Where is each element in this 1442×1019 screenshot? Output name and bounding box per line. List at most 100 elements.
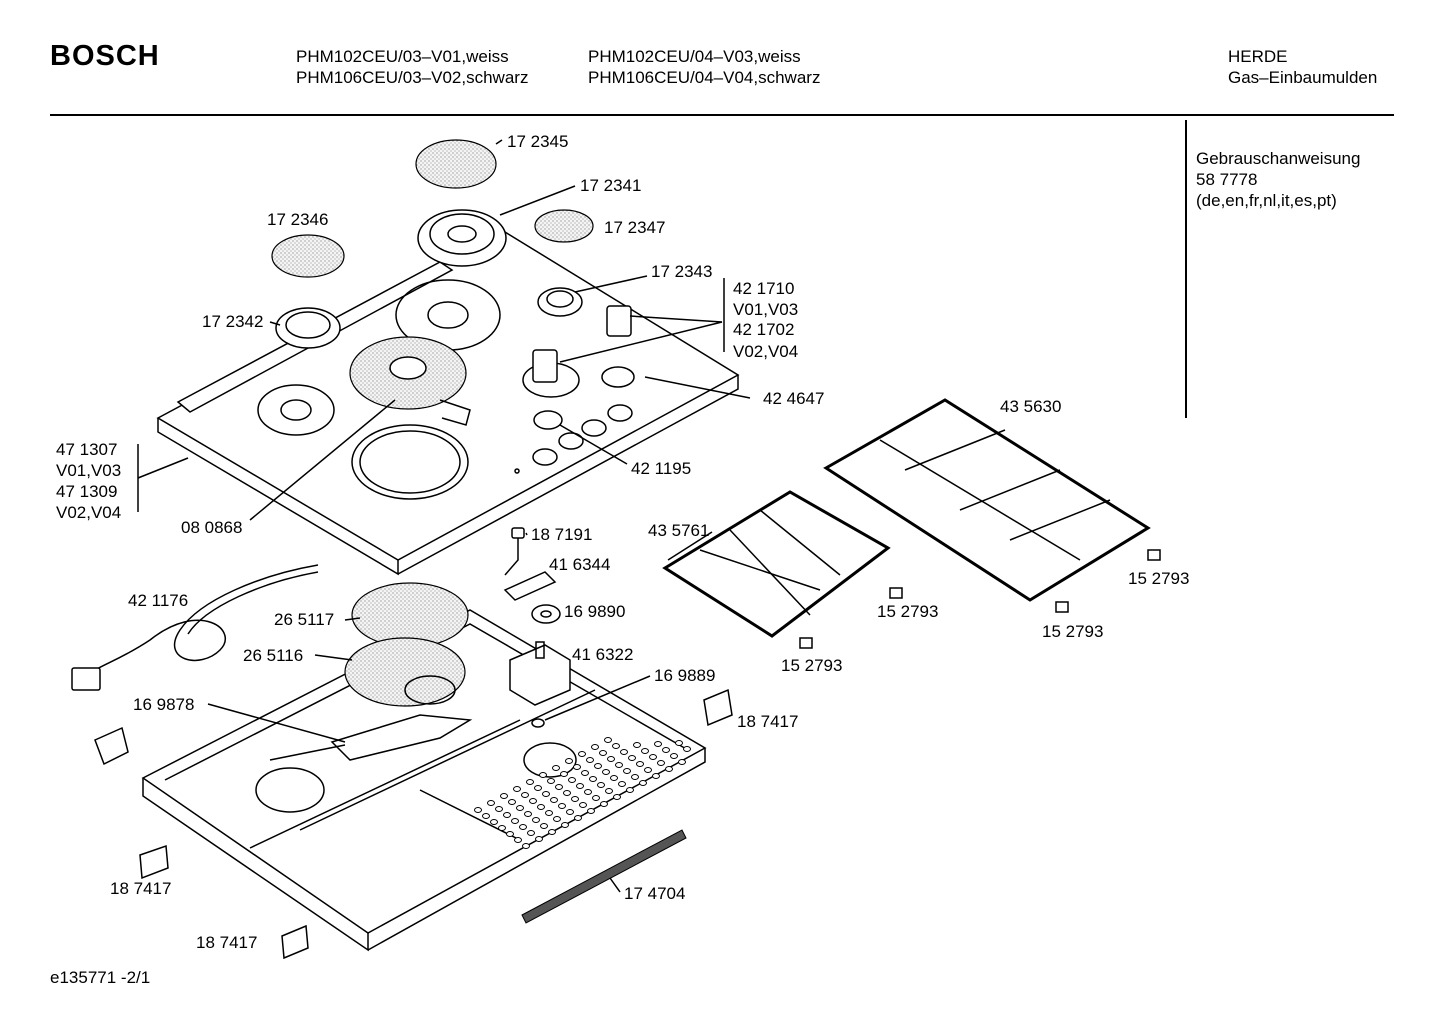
vent-hole xyxy=(563,790,571,796)
vent-hole xyxy=(683,746,691,752)
vent-hole xyxy=(565,758,573,764)
part-label: 08 0868 xyxy=(181,518,242,537)
vent-hole xyxy=(539,772,547,778)
mounting-clips xyxy=(94,688,733,960)
vent-hole xyxy=(665,766,673,772)
vent-hole xyxy=(620,749,628,755)
vent-hole xyxy=(602,769,610,775)
category-line: Gas–Einbaumulden xyxy=(1228,68,1378,87)
vent-hole xyxy=(578,751,586,757)
model-list-1: PHM102CEU/03–V01,weiss PHM106CEU/03–V02,… xyxy=(296,46,528,88)
part-label: 18 7191 xyxy=(531,525,592,544)
vent-hole xyxy=(607,756,615,762)
vent-hole xyxy=(474,807,482,813)
vent-hole xyxy=(500,793,508,799)
part-label: 26 5117 xyxy=(274,610,334,629)
vent-hole xyxy=(641,748,649,754)
small-parts xyxy=(503,527,561,728)
vent-hole xyxy=(482,813,490,819)
vent-hole xyxy=(649,754,657,760)
part-label: 17 2345 xyxy=(507,132,568,151)
drawing-number: e135771 -2/1 xyxy=(50,968,151,987)
vent-hole xyxy=(514,837,522,843)
vent-hole xyxy=(519,824,527,830)
manual-title: Gebrauschanweisung xyxy=(1196,149,1361,168)
heat-shields xyxy=(344,582,469,707)
vent-hole xyxy=(574,815,582,821)
vent-hole xyxy=(540,823,548,829)
header-rule xyxy=(50,114,1394,116)
vent-hole xyxy=(503,812,511,818)
burner-heads xyxy=(275,209,583,349)
control-knobs xyxy=(532,305,632,383)
vent-hole xyxy=(527,830,535,836)
vent-hole xyxy=(626,787,634,793)
vent-hole xyxy=(487,800,495,806)
category: HERDE Gas–Einbaumulden xyxy=(1228,46,1377,88)
model-line: PHM102CEU/04–V03,weiss xyxy=(588,47,801,66)
part-label: V01,V03 xyxy=(733,300,798,319)
vent-holes xyxy=(474,737,691,849)
vent-hole xyxy=(573,764,581,770)
vent-hole xyxy=(599,750,607,756)
vent-hole xyxy=(610,775,618,781)
energy-regulator xyxy=(509,641,571,706)
part-label: 18 7417 xyxy=(110,879,171,898)
vent-hole xyxy=(506,831,514,837)
vent-hole xyxy=(498,825,506,831)
part-label: 47 1309 xyxy=(56,482,117,501)
vent-hole xyxy=(516,805,524,811)
vent-hole xyxy=(633,742,641,748)
part-label: 42 4647 xyxy=(763,389,824,408)
vent-hole xyxy=(675,740,683,746)
part-label: 16 9890 xyxy=(564,602,625,621)
vent-hole xyxy=(560,771,568,777)
vent-hole xyxy=(552,765,560,771)
vent-hole xyxy=(654,741,662,747)
part-label: 16 9878 xyxy=(133,695,194,714)
part-label: 17 2341 xyxy=(580,176,641,195)
vent-hole xyxy=(600,801,608,807)
vent-hole xyxy=(537,804,545,810)
vent-hole xyxy=(571,796,579,802)
part-label: 15 2793 xyxy=(877,602,938,621)
vent-hole xyxy=(615,762,623,768)
category-line: HERDE xyxy=(1228,47,1288,66)
vent-hole xyxy=(636,761,644,767)
vent-hole xyxy=(555,784,563,790)
part-label: V02,V04 xyxy=(733,342,798,361)
vent-hole xyxy=(521,792,529,798)
vent-hole xyxy=(545,810,553,816)
pan-support-small xyxy=(662,490,891,638)
vent-hole xyxy=(594,763,602,769)
part-label: V02,V04 xyxy=(56,503,121,522)
vent-hole xyxy=(589,776,597,782)
vent-hole xyxy=(612,743,620,749)
model-line: PHM102CEU/03–V01,weiss xyxy=(296,47,509,66)
vent-hole xyxy=(581,770,589,776)
vent-hole xyxy=(678,759,686,765)
model-list-2: PHM102CEU/04–V03,weiss PHM106CEU/04–V04,… xyxy=(588,46,820,88)
vent-hole xyxy=(631,774,639,780)
vent-hole xyxy=(495,806,503,812)
part-label: V01,V03 xyxy=(56,461,121,480)
vent-hole xyxy=(657,760,665,766)
vent-hole xyxy=(532,817,540,823)
vent-hole xyxy=(561,822,569,828)
part-label: 17 2343 xyxy=(651,262,712,281)
part-label: 17 4704 xyxy=(624,884,685,903)
vent-hole xyxy=(513,786,521,792)
vent-hole xyxy=(618,781,626,787)
vent-hole xyxy=(522,843,530,849)
vent-hole xyxy=(558,803,566,809)
vent-hole xyxy=(597,782,605,788)
burner-caps xyxy=(271,139,594,278)
part-label: 42 1195 xyxy=(631,459,691,478)
part-labels: 17 2345 17 2341 17 2346 17 2347 17 2343 … xyxy=(56,132,1189,952)
vent-hole xyxy=(553,816,561,822)
vent-hole xyxy=(524,811,532,817)
vent-hole xyxy=(587,808,595,814)
vent-hole xyxy=(566,809,574,815)
seal-strip xyxy=(521,829,687,924)
vent-hole xyxy=(623,768,631,774)
